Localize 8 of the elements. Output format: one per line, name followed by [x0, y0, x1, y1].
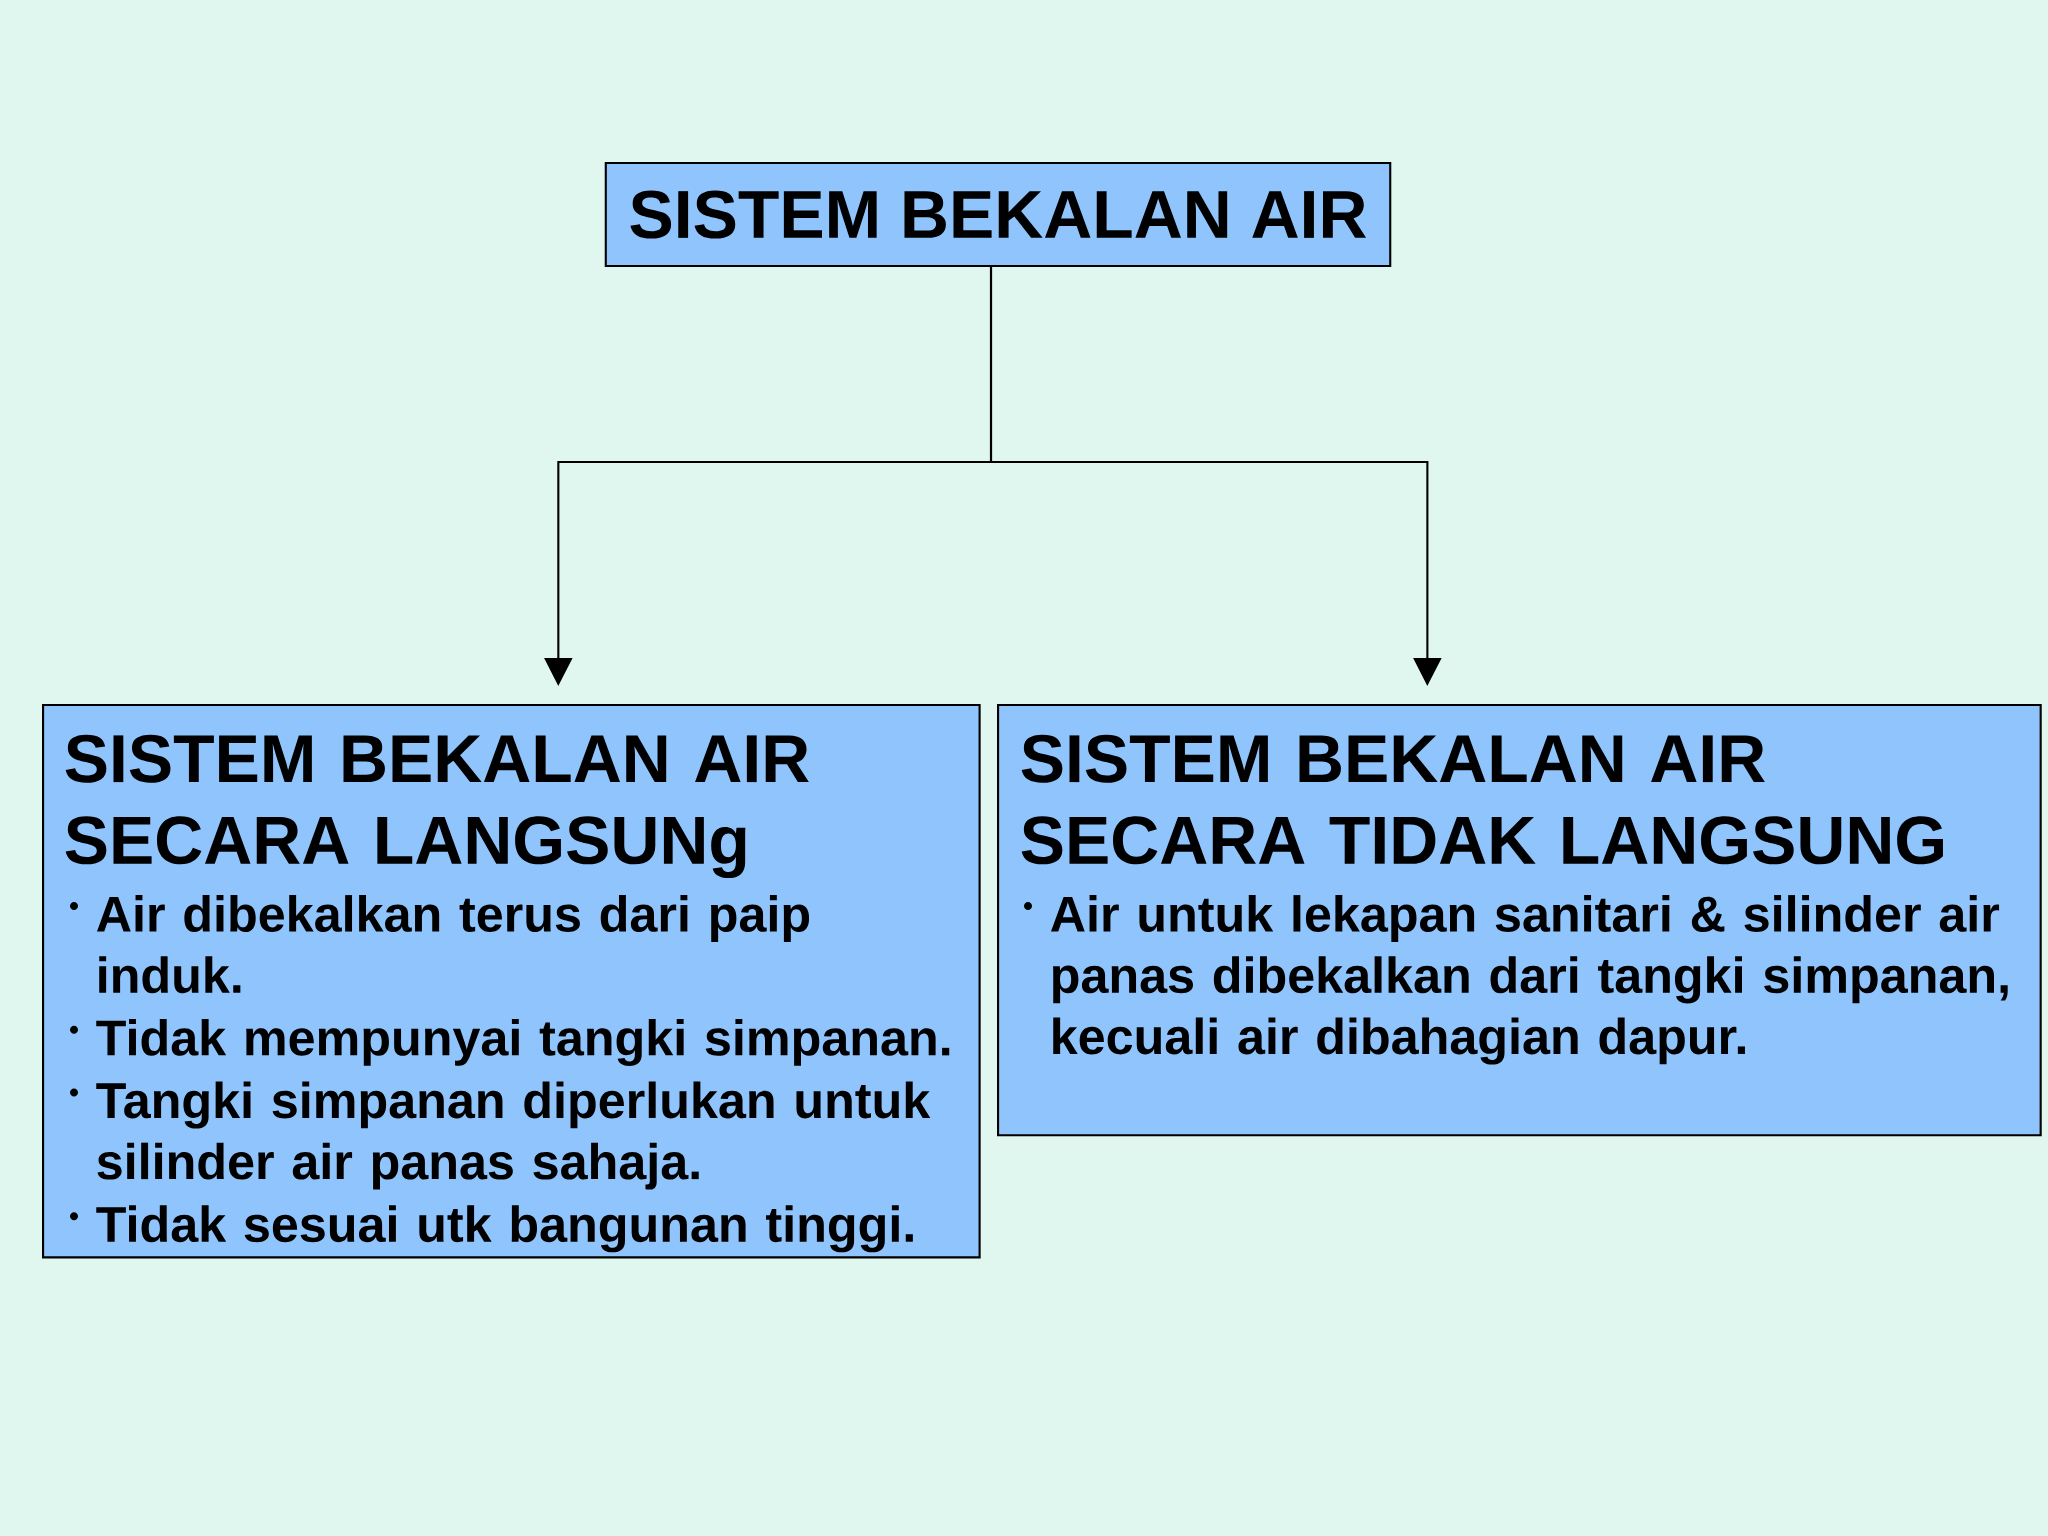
box-heading: SISTEM BEKALAN AIR SECARA LANGSUNg — [65, 734, 809, 879]
bullet-text: Tangki simpanan diperlukan untuk silinder air panas sahaja. — [96, 1081, 931, 1190]
title-box: SISTEM BEKALAN AIR — [604, 161, 1392, 268]
bullet-text: Air dibekalkan terus dari paip induk. — [96, 895, 810, 994]
bullet-text: Tidak sesuai utk bangunan tinggi. — [96, 1205, 913, 1253]
bullet-text: Air untuk lekapan sanitari & silinder air panas dibekalkan dari tangki simpanan, kecuali air dibahagian dapur. — [1051, 895, 2008, 1065]
bullet-text: Tidak mempunyai tangki simpanan. — [96, 1018, 950, 1066]
box-heading: SISTEM BEKALAN AIR SECARA TIDAK LANGSUNG — [1021, 734, 1943, 865]
